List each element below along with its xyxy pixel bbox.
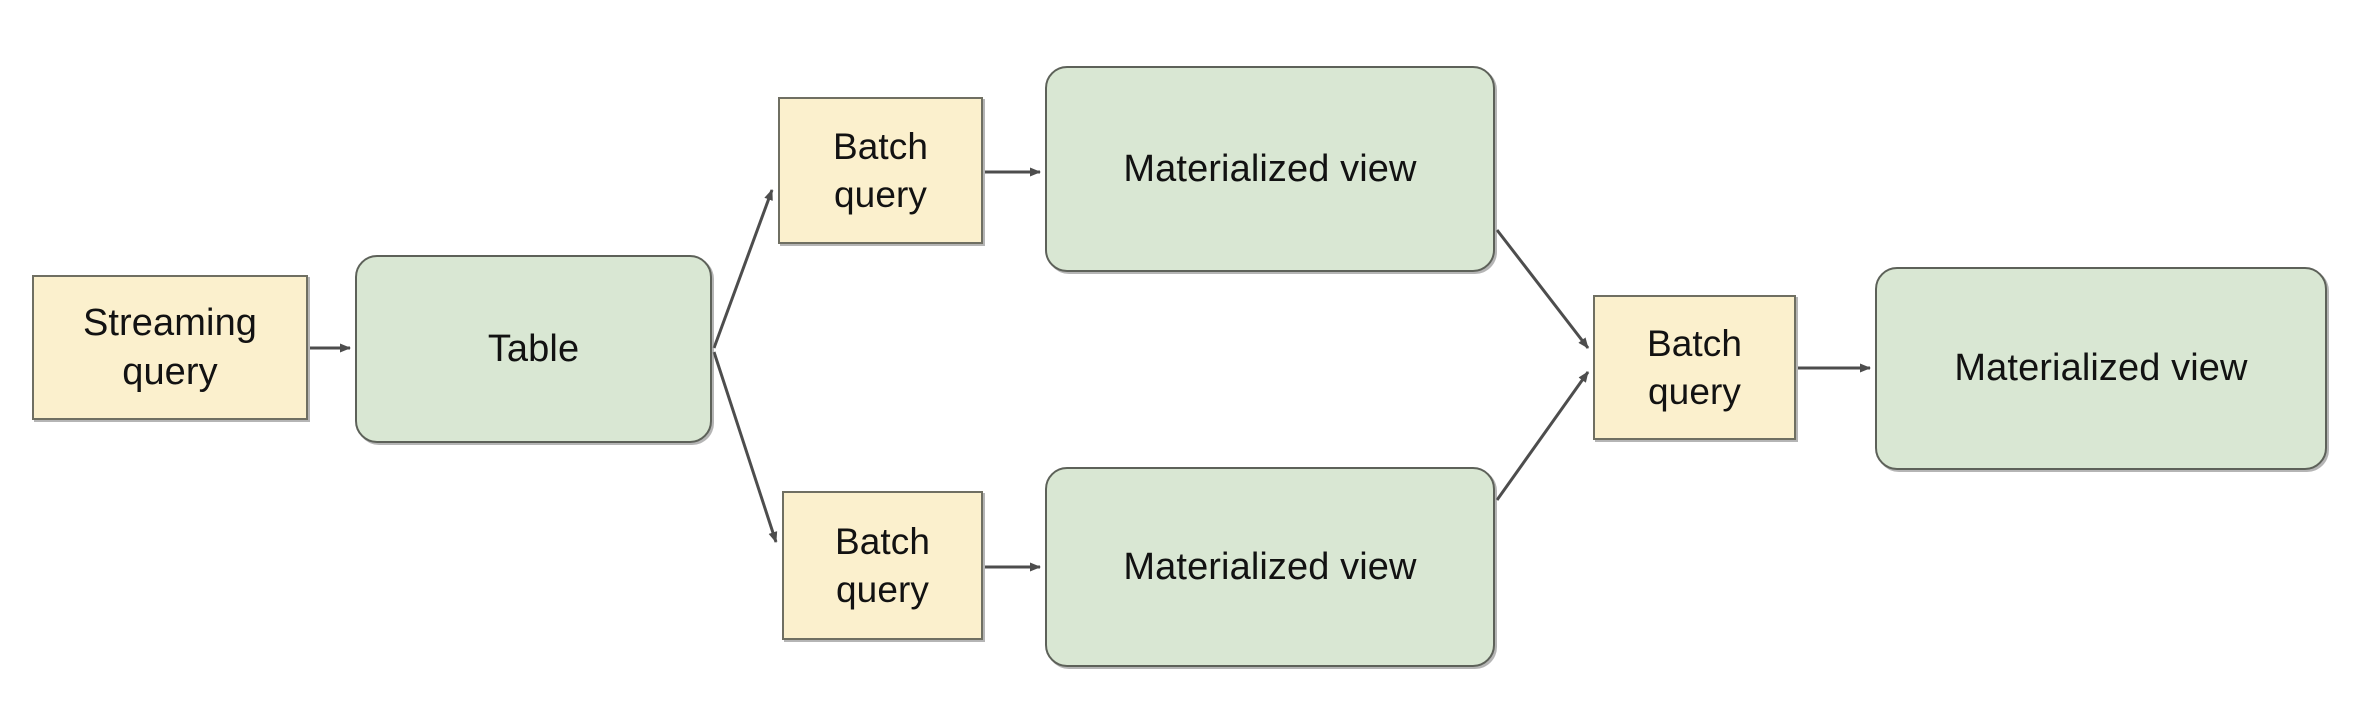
node-table-label: Table [487,327,580,370]
edge-materialized-view-bottom-to-batch-query-merge [1495,371,1590,501]
edge-table-to-batch-query-bottom [712,351,778,543]
node-batch-query-top[interactable]: Batch query [778,97,983,244]
node-materialized-view-top[interactable]: Materialized view [1045,66,1495,272]
edge-table-to-batch-query-top [712,189,774,349]
node-materialized-view-final-label: Materialized view [1954,347,2248,390]
node-batch-query-bottom-label: Batch query [834,521,931,610]
node-batch-query-merge[interactable]: Batch query [1593,295,1796,440]
node-batch-query-merge-label: Batch query [1646,323,1743,412]
node-streaming-query-label: Streaming query [82,301,258,393]
node-materialized-view-bottom-label: Materialized view [1123,545,1417,588]
node-materialized-view-top-label: Materialized view [1123,147,1417,190]
edge-materialized-view-top-to-batch-query-merge [1495,229,1590,349]
node-table[interactable]: Table [355,255,712,443]
node-materialized-view-final[interactable]: Materialized view [1875,267,2327,470]
node-materialized-view-bottom[interactable]: Materialized view [1045,467,1495,667]
node-batch-query-bottom[interactable]: Batch query [782,491,983,640]
node-streaming-query[interactable]: Streaming query [32,275,308,420]
node-batch-query-top-label: Batch query [832,126,929,215]
